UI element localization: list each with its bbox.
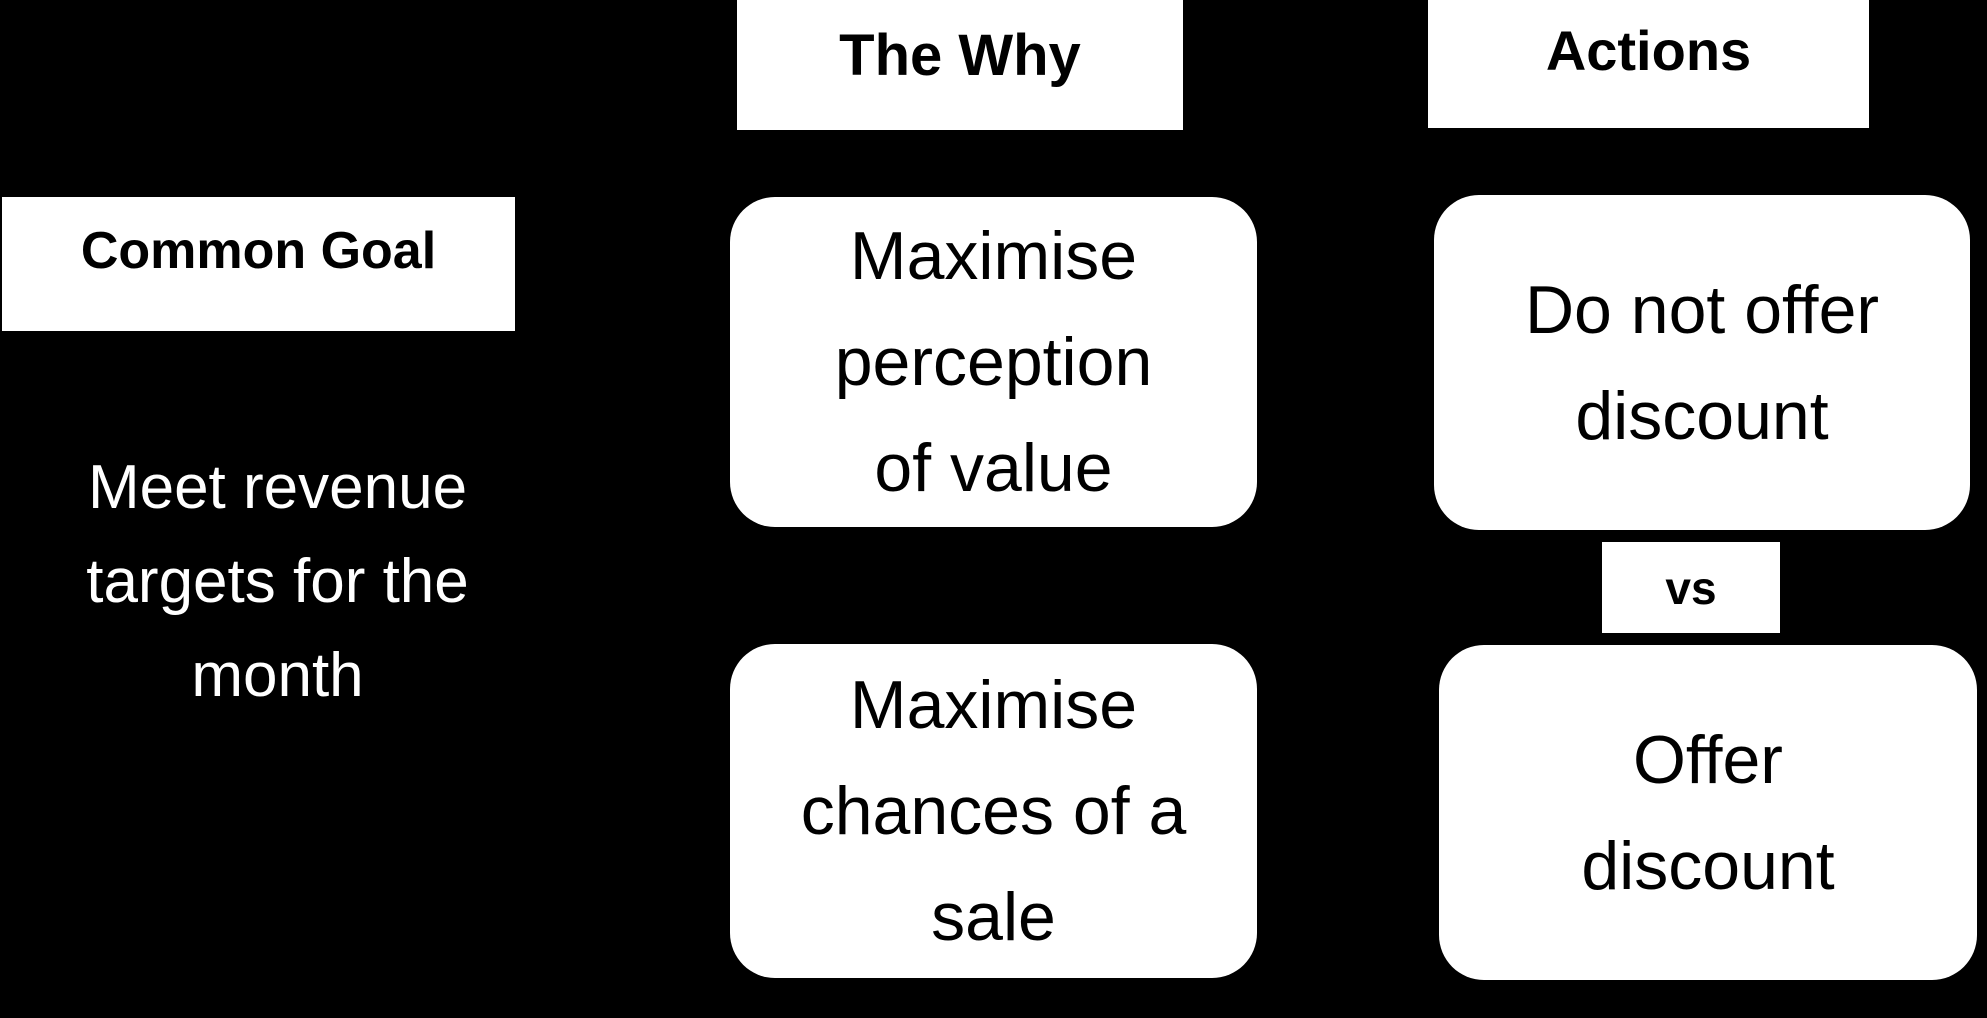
box-text-line: Offer bbox=[1633, 721, 1783, 798]
goal-text-line: month bbox=[191, 641, 364, 710]
action-box-no-discount: Do not offer discount bbox=[1434, 195, 1970, 530]
column-header-actions: Actions bbox=[1428, 0, 1869, 128]
action-box-offer-discount: Offer discount bbox=[1439, 645, 1977, 980]
box-text-line: Maximise bbox=[849, 667, 1138, 743]
box-text-line: sale bbox=[931, 879, 1056, 955]
goal-text-line: targets for the bbox=[86, 547, 469, 616]
vs-divider: vs bbox=[1602, 542, 1780, 633]
common-goal-header: Common Goal bbox=[2, 197, 515, 331]
box-text-line: discount bbox=[1581, 827, 1835, 904]
box-text-line: chances of a bbox=[800, 773, 1187, 849]
box-text-line: of value bbox=[874, 430, 1113, 506]
common-goal-text: Meet revenue targets for the month bbox=[0, 441, 555, 723]
why-box-maximise-chances: Maximise chances of a sale bbox=[730, 644, 1257, 978]
goal-text-line: Meet revenue bbox=[87, 453, 468, 522]
box-text-line: discount bbox=[1575, 377, 1829, 454]
box-text-line: Maximise bbox=[849, 218, 1138, 294]
box-text-line: perception bbox=[834, 324, 1153, 400]
why-box-maximise-perception: Maximise perception of value bbox=[730, 197, 1257, 527]
column-header-the-why: The Why bbox=[737, 0, 1183, 130]
box-text-line: Do not offer bbox=[1524, 271, 1880, 348]
